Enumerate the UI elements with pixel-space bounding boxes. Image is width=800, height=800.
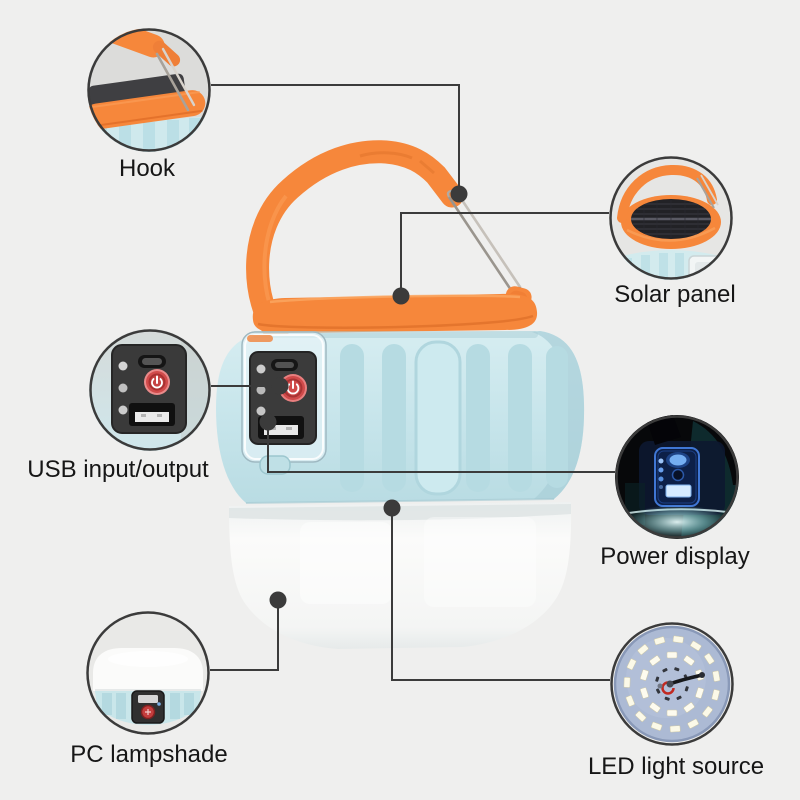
dot-led [383, 499, 401, 517]
callout-ring [609, 156, 733, 280]
led-center-wires [657, 672, 705, 695]
body-right-shade [532, 331, 585, 499]
connector-line-led [391, 508, 610, 681]
usb-micro-port [138, 355, 166, 368]
night-power-button [671, 468, 685, 482]
hook-metal-wire [155, 47, 196, 112]
connector-line-power [267, 422, 615, 473]
callout-usb-photo [89, 329, 211, 451]
night-handle-silhouette [645, 415, 681, 445]
night-control-panel [654, 447, 700, 507]
label-usb-io: USB input/output [27, 456, 209, 483]
dot-solar [392, 287, 410, 305]
callout-ring [615, 415, 739, 539]
label-solar-panel: Solar panel [614, 281, 736, 308]
callout-solar-photo [609, 156, 733, 280]
pc-dome [93, 648, 203, 691]
control-panel-window [241, 331, 327, 475]
led-chips-outer-ring [623, 635, 721, 733]
power-icon [151, 375, 163, 389]
label-pc-lampshade: PC lampshade [70, 741, 228, 768]
pc-usb-port [138, 695, 158, 703]
usb-a-port [129, 403, 175, 426]
cover-orange-glint [247, 335, 273, 342]
label-hook: Hook [118, 155, 176, 182]
body-ribs [340, 340, 568, 496]
night-indicator-leds [658, 458, 664, 489]
connector-line-pc [210, 600, 279, 671]
callout-hook-photo [87, 28, 211, 152]
usb-power-button [144, 369, 170, 395]
label-power-display: Power display [600, 543, 750, 570]
callout-led-photo [610, 622, 734, 746]
callout-ring [89, 329, 211, 451]
dot-hook [450, 185, 468, 203]
indicator-leds [256, 364, 266, 416]
callout-ring [86, 611, 210, 735]
callout-power-display-photo [615, 415, 739, 539]
solar-wire [696, 174, 719, 209]
lampshade [229, 502, 572, 649]
callout-pc-lampshade-photo [86, 611, 210, 735]
hook-wire [446, 189, 522, 297]
micro-usb-port [271, 359, 298, 371]
led-resistors [655, 667, 689, 701]
connector-line-solar [400, 212, 609, 296]
callout-ring [87, 28, 211, 152]
led-chips-inner-ring [640, 651, 704, 717]
callout-ring [610, 622, 734, 746]
pc-control-panel [131, 690, 165, 724]
connector-line-hook [211, 84, 460, 194]
label-led-source: LED light source [587, 753, 765, 780]
night-micro-usb-glow [669, 454, 687, 466]
dot-pc [269, 591, 287, 609]
connector-lines [210, 84, 615, 681]
dot-usb [271, 377, 289, 395]
connector-dots [259, 185, 468, 609]
hook-orange-rim [87, 90, 206, 130]
usb-indicator-leds [118, 361, 128, 415]
night-usb-glow [665, 484, 692, 498]
dot-power [259, 413, 277, 431]
